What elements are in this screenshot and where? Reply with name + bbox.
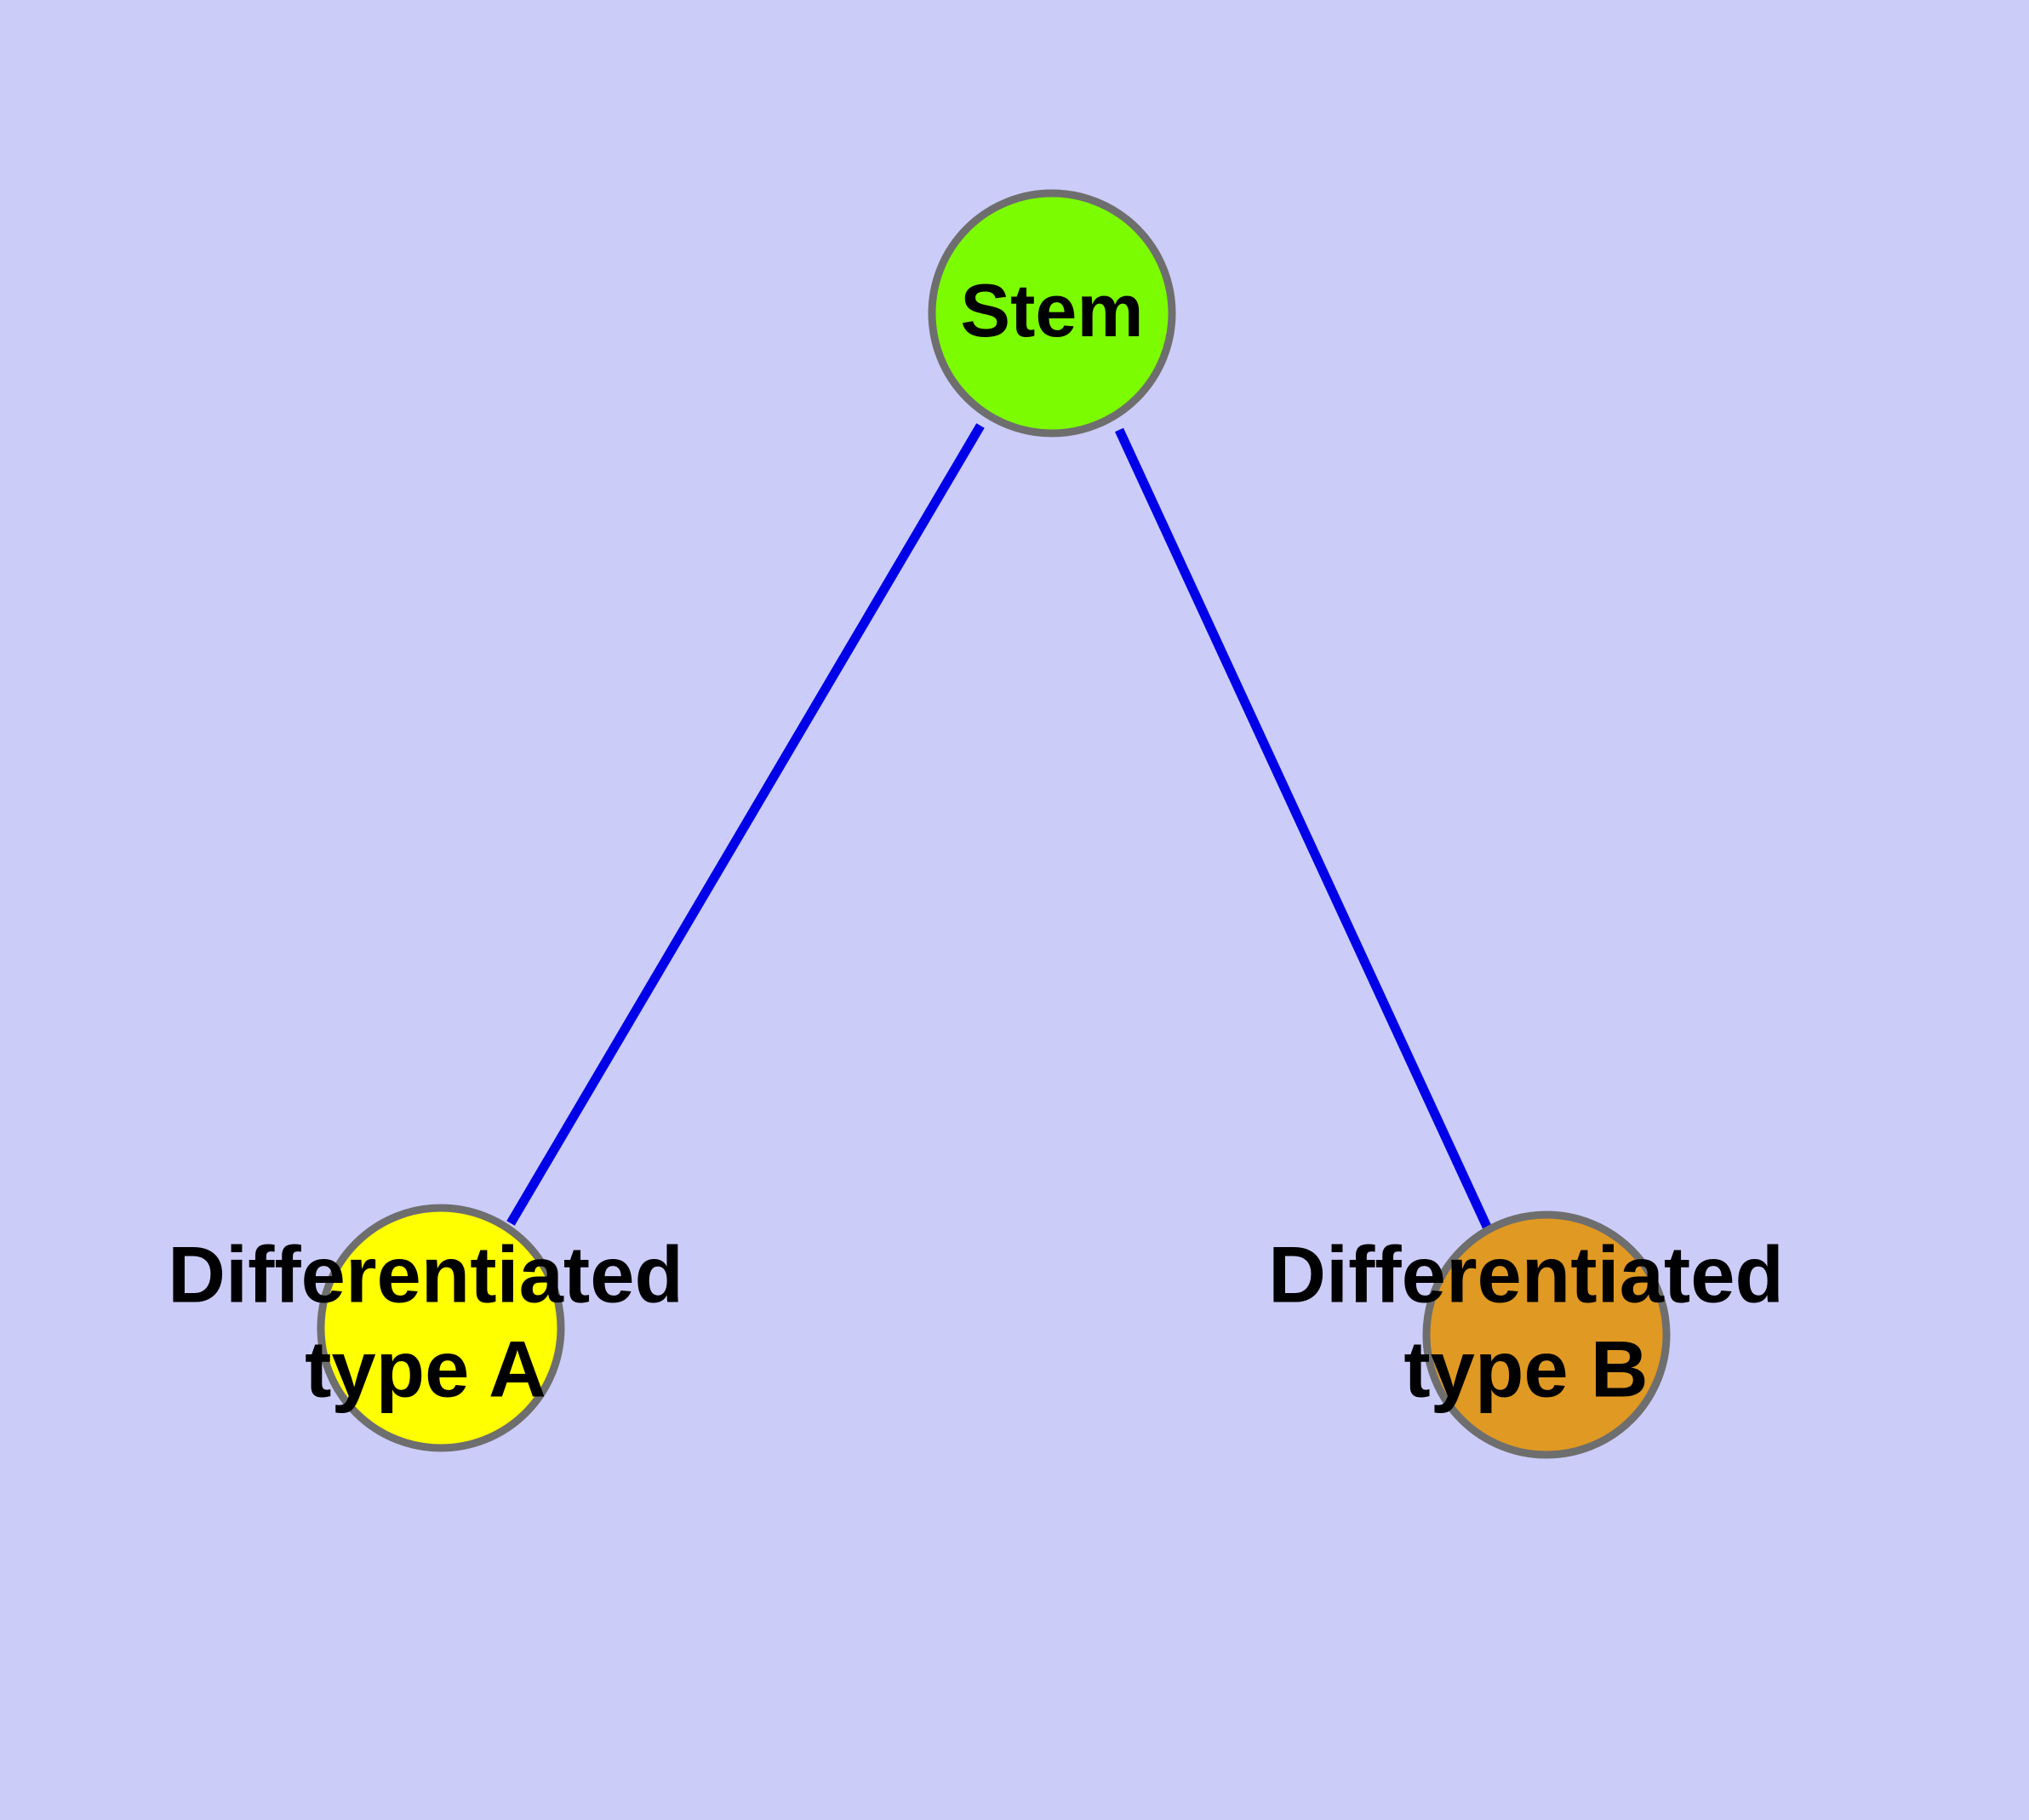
edge-layer bbox=[506, 423, 1491, 1229]
edge-stem-to-diff-a[interactable] bbox=[506, 423, 985, 1226]
node-differentiated-type-a[interactable] bbox=[317, 1204, 565, 1452]
edge-stem-to-diff-b[interactable] bbox=[1115, 427, 1491, 1229]
node-layer bbox=[317, 189, 1671, 1459]
node-stem-label: Stem bbox=[960, 268, 1143, 352]
node-differentiated-type-b[interactable] bbox=[1422, 1210, 1671, 1459]
node-stem[interactable] bbox=[928, 189, 1176, 438]
